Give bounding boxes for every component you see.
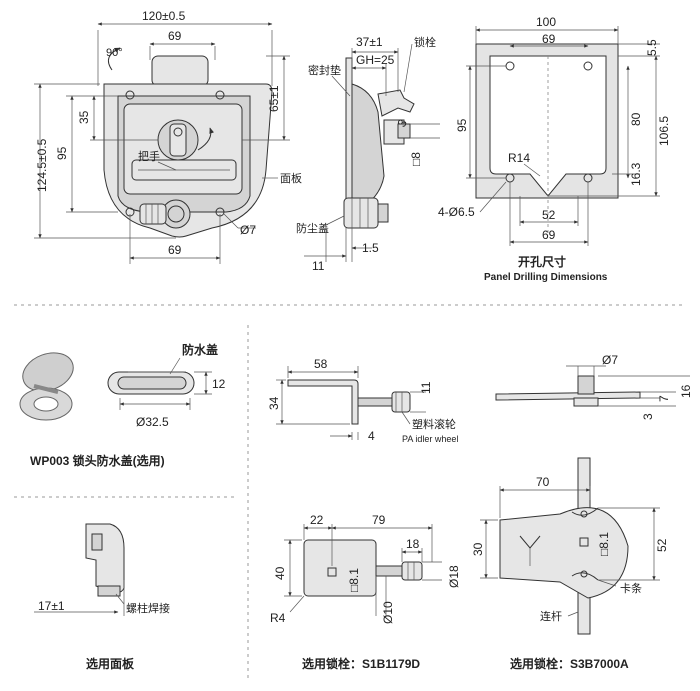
dim-37: 37±1 [356,35,383,49]
bolt-1179-front-view: 22 79 40 □8.1 18 Ø18 Ø10 R4 选用锁栓：S1B1179… [270,513,461,671]
dim-height-total: 124.5±0.5 [35,138,49,192]
main-front-view: 120±0.5 69 90° [34,9,302,264]
rotation-angle-label: 90° [106,47,123,59]
bolt7000-caption: 选用锁栓：S3B7000A [510,656,629,671]
bolt1179f-dim-18: 18 [406,537,420,551]
dim-gh: GH=25 [356,53,395,67]
bolt1179-dim-58: 58 [314,357,328,371]
dim-cutout-69-bottom: 69 [542,228,556,242]
waterproof-caption: WP003 锁头防水盖(选用) [30,453,165,468]
handle-label: 把手 [138,149,160,163]
bolt1179-wheel-en: PA idler wheel [402,434,458,444]
panel-option-view: 17±1 螺柱焊接 选用面板 [34,523,170,671]
dim-square-8: □8 [409,152,423,166]
bolt1179-wheel-cn: 塑料滚轮 [412,417,456,431]
dim-side-1-5: 1.5 [362,241,379,255]
dim-side-11: 11 [312,259,325,273]
bolt-7000-front-view: 70 30 □8.1 52 卡条 连杆 选用锁栓：S3B7000A [471,457,669,671]
bolt1179f-sq: □8.1 [347,568,361,592]
dim-bottom-69: 69 [168,243,182,257]
dim-cutout-69-top: 69 [542,32,556,46]
bolt1179f-dia10: Ø10 [381,601,395,624]
dim-width-inner: 69 [168,29,182,43]
cutout-holes-label: 4-Ø6.5 [438,205,475,219]
bolt1179f-r4: R4 [270,611,286,625]
waterproof-cover-view: 防水盖 12 Ø32.5 WP003 锁头防水盖(选用) [19,342,226,468]
panel-label: 面板 [280,171,302,185]
dim-width-total: 120±0.5 [142,9,186,23]
bolt7000-side-dim-3: 3 [641,413,655,420]
dim-65: 65±1 [267,85,281,112]
bolt7000f-rod: 连杆 [540,609,562,623]
cutout-title-en: Panel Drilling Dimensions [484,272,608,283]
bolt-1179-side-view: 58 34 11 4 塑料滚轮 PA idler wheel [267,357,458,444]
bolt1179f-dim-79: 79 [372,513,386,527]
dim-cutout-95: 95 [455,118,469,132]
bolt7000f-dim-30: 30 [471,542,485,556]
dust-cover-label: 防尘盖 [296,221,329,235]
bolt1179-dim-4: 4 [368,429,375,443]
bolt1179-dim-34: 34 [267,396,281,410]
panel-option-caption: 选用面板 [86,656,135,671]
bolt1179f-dim-40: 40 [273,566,287,580]
bolt7000-side-dim-16: 16 [679,384,693,398]
waterproof-dim-12: 12 [212,377,226,391]
dim-height-95: 95 [55,146,69,160]
bolt1179f-dim-22: 22 [310,513,324,527]
waterproof-label: 防水盖 [182,342,218,357]
bolt7000f-dim-70: 70 [536,475,550,489]
bolt1179f-dia18: Ø18 [447,565,461,588]
panel-cutout-view: 100 69 5.5 95 80 106.5 16.3 R14 4-Ø6.5 5… [438,15,671,283]
dim-cutout-100: 100 [536,15,556,29]
panel-option-dim-17: 17±1 [38,599,65,613]
dim-cutout-16-3: 16.3 [629,162,643,186]
panel-option-stud: 螺柱焊接 [126,601,170,615]
dim-cutout-r14: R14 [508,151,530,165]
waterproof-diameter: Ø32.5 [136,415,169,429]
bolt7000f-clip: 卡条 [620,581,642,595]
bolt-7000-side-view: Ø7 3 7 16 [495,353,693,420]
dim-cutout-106-5: 106.5 [657,116,671,146]
gasket-label: 密封垫 [308,63,341,77]
bolt-label: 锁栓 [414,35,436,49]
hole-diameter: Ø7 [240,223,256,237]
dim-35: 35 [77,110,91,124]
bolt1179-caption: 选用锁栓：S1B1179D [302,656,420,671]
dim-cutout-52: 52 [542,208,556,222]
bolt7000f-sq: □8.1 [597,532,611,556]
bolt1179-dim-11: 11 [419,381,433,394]
dim-cutout-5-5: 5.5 [645,39,659,56]
cutout-title-cn: 开孔尺寸 [518,254,566,269]
bolt7000f-dim-52: 52 [655,538,669,552]
dim-cutout-80: 80 [629,112,643,126]
bolt7000-side-dia7: Ø7 [602,353,618,367]
side-view: 37±1 GH=25 锁栓 3 密封垫 □8 防尘盖 11 1.5 [296,35,440,273]
bolt7000-side-dim-7: 7 [657,395,671,402]
